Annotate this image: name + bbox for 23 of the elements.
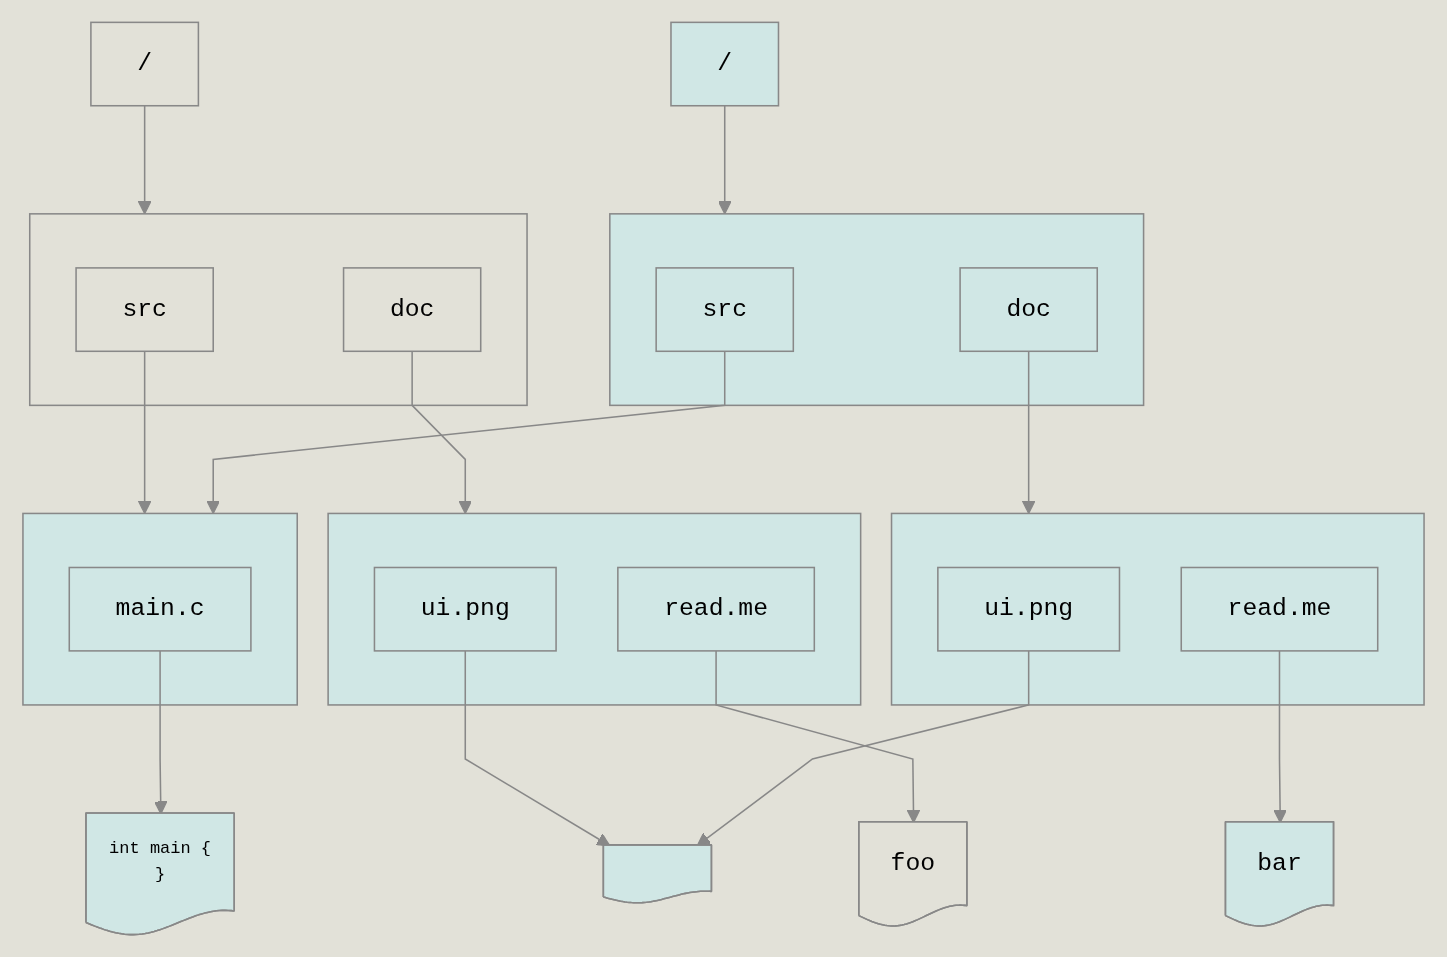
arrow (206, 350, 726, 515)
arrow (464, 650, 611, 847)
node-box: ui.png (937, 566, 1121, 652)
cluster (890, 512, 1425, 706)
node-box: src (655, 267, 795, 353)
node-box: doc (342, 267, 482, 353)
node-box: / (670, 21, 780, 107)
arrow (717, 105, 732, 215)
cluster (22, 512, 298, 706)
arrow (137, 350, 152, 515)
node-box: read.me (617, 566, 816, 652)
node-box: src (75, 267, 214, 353)
cluster (609, 213, 1145, 407)
node-box: ui.png (373, 566, 557, 652)
arrow (137, 105, 152, 215)
arrow (1021, 350, 1036, 515)
arrow (411, 350, 473, 515)
cluster (327, 512, 862, 706)
cluster (28, 213, 528, 407)
node-box: doc (959, 267, 1098, 353)
node-box: main.c (68, 566, 252, 652)
node-box: / (90, 21, 200, 107)
node-box: read.me (1180, 566, 1379, 652)
